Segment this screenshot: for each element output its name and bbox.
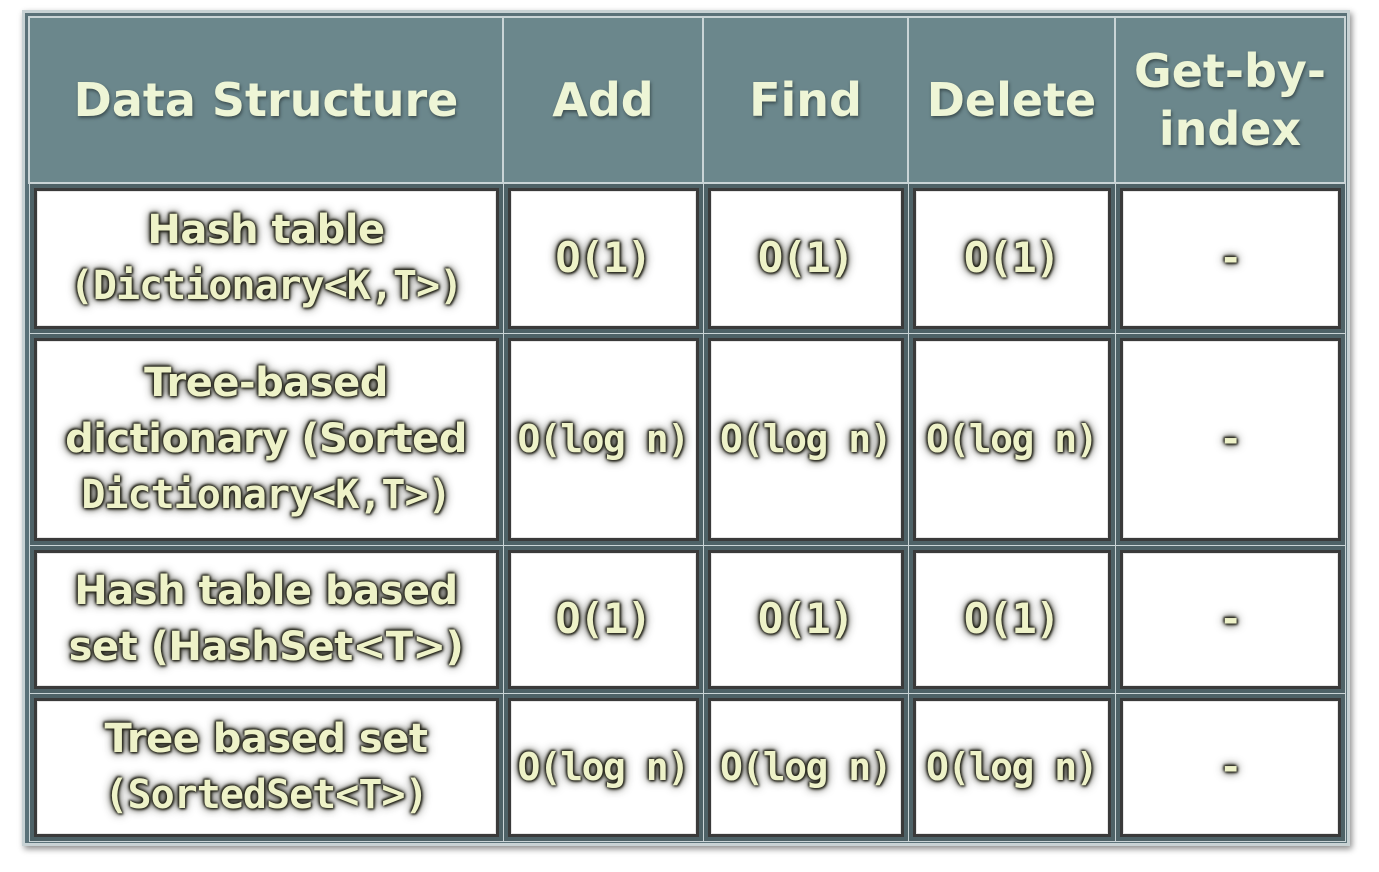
find-cell: O(1) — [702, 182, 909, 334]
delete-cell: O(1) — [907, 182, 1116, 334]
find-cell: O(log n) — [702, 332, 909, 546]
header-find: Find — [702, 16, 909, 184]
delete-value: O(log n) — [925, 417, 1099, 461]
get-by-index-cell: - — [1114, 332, 1346, 546]
row-name-line: dictionary (Sorted — [65, 416, 467, 462]
find-value: O(log n) — [719, 745, 893, 789]
row-name-line: set (HashSet<T>) — [68, 624, 464, 670]
find-value: O(log n) — [719, 417, 893, 461]
row-name-line: Hash table — [147, 207, 385, 254]
row-name-cell: Tree based set (SortedSet<T>) — [28, 692, 504, 842]
table-row: Hash table based set (HashSet<T>) O(1) O… — [28, 544, 1346, 694]
complexity-table: Data Structure Add Find Delete Get-by- i… — [28, 16, 1346, 842]
find-value: O(1) — [757, 233, 855, 283]
get-by-index-cell: - — [1114, 692, 1346, 842]
add-value: O(log n) — [517, 417, 690, 461]
find-cell: O(log n) — [702, 692, 909, 842]
row-name-cell: Hash table (Dictionary<K,T>) — [28, 182, 504, 334]
get-by-index-value: - — [1219, 236, 1242, 281]
row-name-line: (Dictionary<K,T>) — [69, 263, 463, 310]
find-cell: O(1) — [702, 544, 909, 694]
delete-value: O(log n) — [925, 745, 1099, 789]
row-name-cell: Tree-based dictionary (Sorted Dictionary… — [28, 332, 504, 546]
header-data-structure: Data Structure — [28, 16, 504, 184]
row-name-line: Tree based set — [104, 716, 428, 762]
get-by-index-value: - — [1219, 597, 1242, 641]
header-get-by-index-line2: index — [1158, 102, 1302, 156]
delete-cell: O(log n) — [907, 332, 1116, 546]
add-cell: O(log n) — [502, 692, 704, 842]
get-by-index-cell: - — [1114, 182, 1346, 334]
row-name-line: Hash table based — [74, 568, 458, 614]
row-name-line: (SortedSet<T>) — [104, 772, 428, 818]
get-by-index-value: - — [1219, 745, 1242, 789]
table-row: Tree based set (SortedSet<T>) O(log n) O… — [28, 692, 1346, 842]
delete-value: O(1) — [963, 233, 1061, 283]
delete-value: O(1) — [963, 594, 1061, 643]
row-name-line: Dictionary<K,T>) — [81, 472, 451, 518]
table-row: Hash table (Dictionary<K,T>) O(1) O(1) O… — [28, 182, 1346, 334]
add-value: O(1) — [555, 233, 652, 283]
header-delete: Delete — [907, 16, 1116, 184]
add-value: O(1) — [555, 594, 652, 643]
add-value: O(log n) — [517, 745, 690, 789]
delete-cell: O(1) — [907, 544, 1116, 694]
header-get-by-index: Get-by- index — [1114, 16, 1346, 184]
header-get-by-index-line1: Get-by- — [1133, 44, 1327, 98]
get-by-index-cell: - — [1114, 544, 1346, 694]
header-add: Add — [502, 16, 704, 184]
find-value: O(1) — [757, 594, 855, 643]
add-cell: O(1) — [502, 182, 704, 334]
add-cell: O(log n) — [502, 332, 704, 546]
get-by-index-value: - — [1219, 417, 1242, 461]
add-cell: O(1) — [502, 544, 704, 694]
row-name-cell: Hash table based set (HashSet<T>) — [28, 544, 504, 694]
row-name-line: Tree-based — [144, 360, 388, 406]
delete-cell: O(log n) — [907, 692, 1116, 842]
header-row: Data Structure Add Find Delete Get-by- i… — [28, 16, 1346, 184]
table-row: Tree-based dictionary (Sorted Dictionary… — [28, 332, 1346, 546]
